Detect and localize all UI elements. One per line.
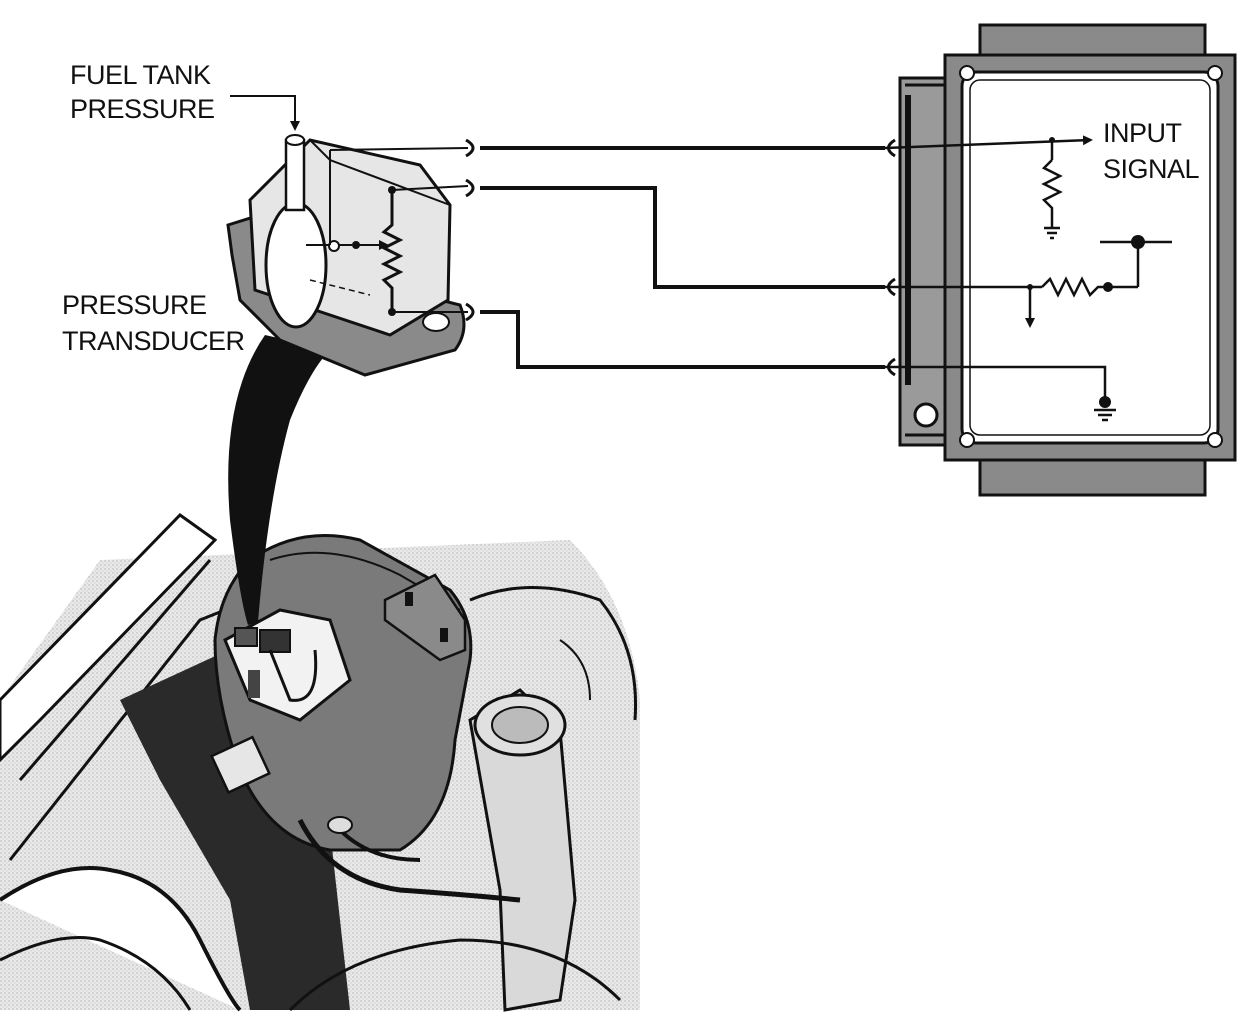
control-module [884, 23, 1237, 497]
label-pressure-transducer-line2: TRANSDUCER [62, 326, 245, 356]
pressure-transducer [226, 134, 469, 377]
signal-wires [480, 146, 885, 369]
label-pressure-transducer-line1: PRESSURE [62, 290, 207, 320]
label-fuel-tank-line2: PRESSURE [70, 94, 215, 124]
module-screws [959, 65, 1223, 448]
transducer-connectors [465, 138, 475, 322]
label-fuel-tank-line1: FUEL TANK [70, 60, 211, 90]
signal-wire [480, 186, 885, 289]
body-panel [0, 513, 218, 763]
fuel-tank-pressure-arrow [230, 95, 300, 131]
pressure-port [284, 138, 306, 212]
input-resistor [1041, 276, 1138, 298]
label-input-signal-line1: INPUT [1103, 118, 1182, 148]
pullup-resistor [1041, 159, 1063, 228]
label-input-signal-line2: SIGNAL [1103, 154, 1200, 184]
transducer-leader-band [228, 335, 330, 625]
fuel-tank-scene [0, 513, 640, 1012]
diaphragm [264, 201, 328, 329]
potentiometer-resistor [380, 210, 404, 312]
ground-wire [480, 310, 885, 369]
module-connectors [887, 138, 896, 377]
